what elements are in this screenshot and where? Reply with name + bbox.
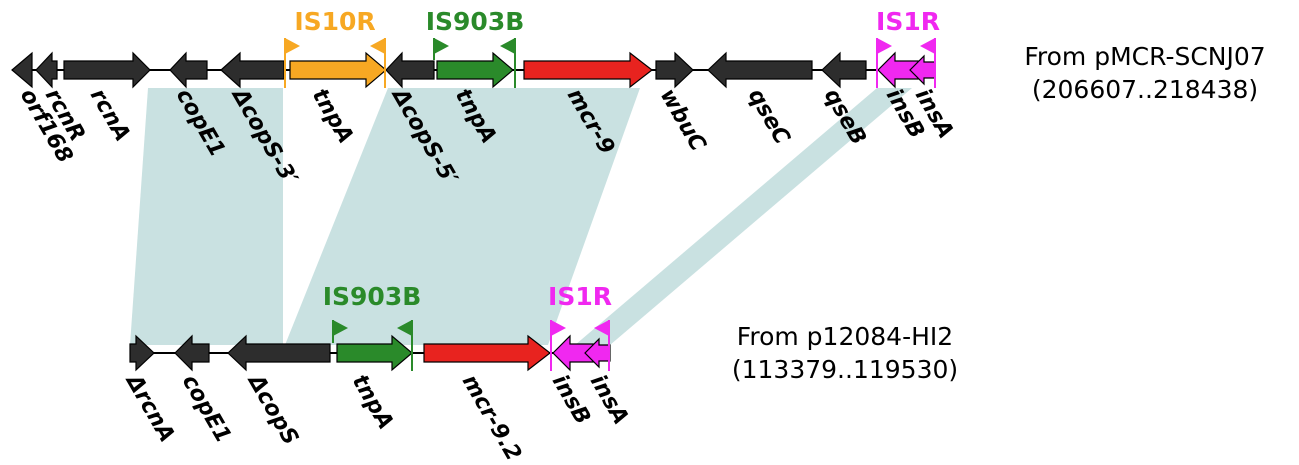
is1r-left-flag-2 xyxy=(550,320,566,371)
gene-arrow-rcnR xyxy=(35,51,58,89)
track-1-genes xyxy=(11,51,936,89)
track-2-gene-labels: ΔrcnA copE1 ΔcopS tnpA mcr-9.2 insB insA xyxy=(120,369,633,465)
track-1-source: From pMCR-SCNJ07 (206607..218438) xyxy=(1024,42,1265,104)
gene-arrow-dcopS-3 xyxy=(220,51,285,89)
gene-arrow-drcnA xyxy=(129,334,155,372)
gene-arrow-rcnA xyxy=(63,51,151,89)
gene-label-wbuC: wbuC xyxy=(655,85,711,156)
is-label-is903b-2: IS903B xyxy=(323,282,422,311)
gene-label-insA-2: insA xyxy=(585,371,633,430)
is903b-left-flag xyxy=(433,38,449,60)
gene-label-insB-2: insB xyxy=(547,371,595,429)
gene-arrow-is10r-tnpA xyxy=(289,51,387,89)
gene-arrow-qseB xyxy=(821,51,867,89)
gene-arrow-orf168 xyxy=(11,51,33,89)
track-2-source: From p12084-HI2 (113379..119530) xyxy=(732,322,958,384)
gene-label-mcr-9-2: mcr-9.2 xyxy=(457,371,526,465)
is1r-right-flag-2 xyxy=(594,320,610,371)
track-2-genes xyxy=(129,334,611,372)
track-2-source-name: From p12084-HI2 xyxy=(737,322,953,351)
is903b-left-flag-2 xyxy=(332,320,348,343)
gene-arrow-insA xyxy=(909,54,936,86)
gene-arrow-dcopS xyxy=(227,334,331,372)
is10r-left-flag xyxy=(284,38,300,88)
is1r-right-flag xyxy=(920,38,936,88)
track-1-is-markers xyxy=(284,38,936,88)
gene-arrow-is903b-tnpA-2 xyxy=(336,334,413,372)
track-2-is-markers xyxy=(332,320,610,371)
track-1-is-labels: IS10R IS903B IS1R xyxy=(294,7,940,36)
gene-label-is10r-tnpA: tnpA xyxy=(307,85,358,149)
is1r-left-flag xyxy=(876,38,892,88)
gene-label-dcopS: ΔcopS xyxy=(242,369,303,450)
is-label-is10r: IS10R xyxy=(294,7,375,36)
is-label-is1r-2: IS1R xyxy=(548,282,612,311)
gene-arrow-mcr-9 xyxy=(523,51,653,89)
is-label-is903b: IS903B xyxy=(426,7,525,36)
gene-label-copE1-2: copE1 xyxy=(177,371,236,448)
gene-label-qseC: qseC xyxy=(743,85,795,149)
gene-arrow-wbuC xyxy=(655,51,694,89)
track-1-source-range: (206607..218438) xyxy=(1032,75,1258,104)
homology-region-copper xyxy=(130,88,283,345)
gene-arrow-mcr-9-2 xyxy=(423,334,551,372)
gene-label-rcnA: rcnA xyxy=(85,85,135,147)
homology-regions xyxy=(130,88,912,345)
gene-arrow-dcopS-5 xyxy=(385,51,435,89)
gene-arrow-copE1 xyxy=(169,51,208,89)
gene-arrow-is903b-tnpA xyxy=(436,51,514,89)
gene-arrow-qseC xyxy=(707,51,813,89)
gene-arrow-copE1-2 xyxy=(174,334,210,372)
is903b-right-flag-2 xyxy=(397,320,413,371)
gene-label-drcnA: ΔrcnA xyxy=(120,369,179,447)
track-2-is-labels: IS903B IS1R xyxy=(323,282,612,311)
homology-region-is1 xyxy=(575,88,912,345)
is903b-right-flag xyxy=(500,38,516,88)
is10r-right-flag xyxy=(370,38,386,88)
homology-region-is903-mcr xyxy=(285,88,640,345)
track-1-source-name: From pMCR-SCNJ07 xyxy=(1024,42,1265,71)
is-label-is1r: IS1R xyxy=(876,7,940,36)
gene-label-is903b-tnpA-2: tnpA xyxy=(347,371,398,435)
track-2-source-range: (113379..119530) xyxy=(732,355,958,384)
